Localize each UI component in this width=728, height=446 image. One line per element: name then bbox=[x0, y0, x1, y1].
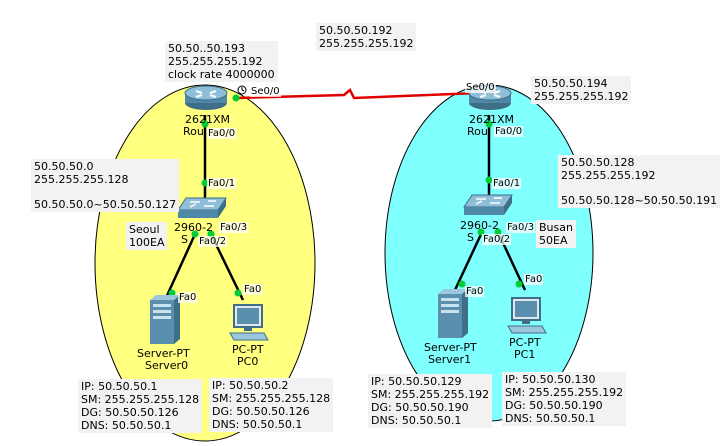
note-line: SM: 255.255.255.128 bbox=[212, 392, 331, 405]
server0-name-label: Server0 bbox=[145, 359, 189, 372]
switch1-port-b-label: Fa0/2 bbox=[482, 234, 512, 245]
note-line: 50.50.50.192 bbox=[319, 24, 393, 37]
switch1-name-label: S bbox=[467, 231, 474, 244]
note-line: DNS: 50.50.50.1 bbox=[212, 418, 303, 431]
switch0-server0-link[interactable] bbox=[163, 231, 198, 301]
note-line: 255.255.255.192 bbox=[168, 55, 263, 68]
note-line: DG: 50.50.50.126 bbox=[81, 406, 179, 419]
note-line: 255.255.255.192 bbox=[534, 90, 629, 103]
note-line: DG: 50.50.50.190 bbox=[505, 399, 603, 412]
note-line: 255.255.255.192 bbox=[561, 169, 656, 182]
server0-icon[interactable] bbox=[148, 294, 182, 346]
note-line: IP: 50.50.50.2 bbox=[212, 379, 289, 392]
note-line: DNS: 50.50.50.1 bbox=[505, 412, 596, 425]
router0-name-label: Rou bbox=[183, 125, 204, 138]
router1-name-label: Rou bbox=[467, 125, 488, 138]
switch0-model-label: 2960-2 bbox=[174, 221, 213, 234]
note-line: SM: 255.255.255.192 bbox=[371, 388, 490, 401]
note-line: IP: 50.50.50.129 bbox=[371, 375, 462, 388]
switch1-uplink-port-label: Fa0/1 bbox=[492, 178, 522, 189]
note-line: 50.50.50.194 bbox=[534, 77, 608, 90]
serial-link[interactable] bbox=[235, 88, 479, 100]
switch1-icon[interactable] bbox=[462, 193, 514, 219]
note-line: 50.50.50.0~50.50.50.127 bbox=[34, 198, 177, 211]
pc0-port-label: Fa0 bbox=[243, 284, 263, 295]
switch0-name-label: S bbox=[181, 233, 188, 246]
note-line: IP: 50.50.50.1 bbox=[81, 380, 158, 393]
note-line: DG: 50.50.50.126 bbox=[212, 405, 310, 418]
server1-name-label: Server1 bbox=[428, 353, 472, 366]
note-line: Busan bbox=[539, 221, 573, 234]
router0-serial-port-label: Se0/0 bbox=[250, 86, 281, 97]
pc0-icon[interactable] bbox=[228, 303, 270, 343]
switch0-uplink-port-label: Fa0/1 bbox=[207, 178, 237, 189]
switch0-port-b-label: Fa0/2 bbox=[198, 236, 228, 247]
note-line: IP: 50.50.50.130 bbox=[505, 373, 596, 386]
note-line: DNS: 50.50.50.1 bbox=[81, 419, 172, 432]
switch1-port-a-label: Fa0/3 bbox=[506, 222, 536, 233]
server0-type-label: Server-PT bbox=[137, 347, 190, 360]
server1-port-label: Fa0 bbox=[465, 286, 485, 297]
note-line: clock rate 4000000 bbox=[168, 68, 275, 81]
pc1-icon[interactable] bbox=[506, 296, 548, 336]
pc1-type-label: PC-PT bbox=[509, 336, 541, 349]
note-line: 50.50.50.128 bbox=[561, 156, 635, 169]
note-line: 50.50.50.0 bbox=[34, 160, 94, 173]
switch0-icon[interactable] bbox=[176, 196, 228, 222]
note-line: DNS: 50.50.50.1 bbox=[371, 414, 462, 427]
server1-type-label: Server-PT bbox=[424, 341, 477, 354]
note-line: 100EA bbox=[129, 236, 165, 249]
pc1-name-label: PC1 bbox=[514, 348, 536, 361]
router0-model-label: 2621XM bbox=[185, 113, 231, 126]
switch1-model-label: 2960-2 bbox=[460, 219, 499, 232]
note-line: SM: 255.255.255.192 bbox=[505, 386, 624, 399]
router1-serial-port-label: Se0/0 bbox=[465, 82, 496, 93]
note-line: 255.255.255.128 bbox=[34, 173, 129, 186]
note-line: SM: 255.255.255.128 bbox=[81, 393, 200, 406]
note-line: DG: 50.50.50.190 bbox=[371, 401, 469, 414]
server1-icon[interactable] bbox=[436, 288, 470, 340]
note-line: 50EA bbox=[539, 234, 568, 247]
pc0-type-label: PC-PT bbox=[232, 343, 264, 356]
note-line: 255.255.255.192 bbox=[319, 37, 414, 50]
note-line: 50.50..50.193 bbox=[168, 42, 245, 55]
pc0-name-label: PC0 bbox=[237, 355, 259, 368]
clock-icon bbox=[237, 85, 247, 95]
pc1-port-label: Fa0 bbox=[524, 274, 544, 285]
router0-lan-port-label: Fa0/0 bbox=[207, 128, 237, 139]
switch1-server1-link[interactable] bbox=[453, 229, 485, 291]
note-line: 50.50.50.128~50.50.50.191 bbox=[561, 194, 718, 207]
router1-model-label: 2621XM bbox=[469, 113, 515, 126]
router0-icon[interactable] bbox=[183, 82, 229, 112]
note-line: Seoul bbox=[129, 223, 160, 236]
switch0-port-a-label: Fa0/3 bbox=[219, 222, 249, 233]
port-lights bbox=[168, 89, 523, 297]
server0-port-label: Fa0 bbox=[178, 292, 198, 303]
router1-lan-port-label: Fa0/0 bbox=[494, 126, 524, 137]
